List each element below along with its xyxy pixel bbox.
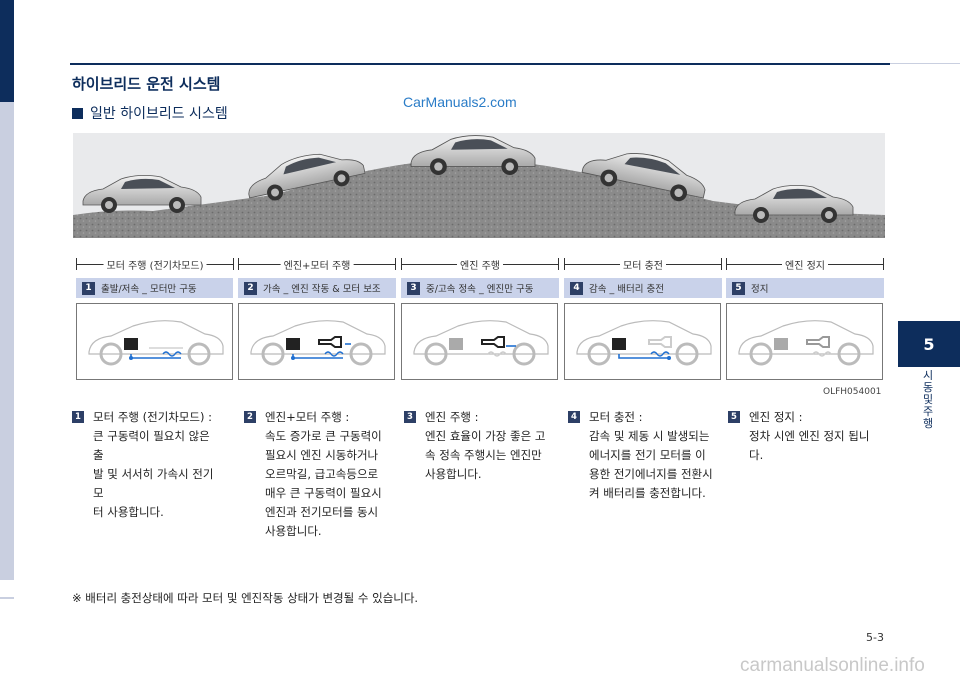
engine-icon: [648, 336, 672, 348]
phase-motor-charge: 모터 충전: [564, 256, 722, 274]
battery-icon: [612, 338, 626, 350]
mode-number-badge: 1: [82, 281, 95, 295]
header-rule: [70, 63, 890, 65]
phase-motor-drive: 모터 주행 (전기차모드): [76, 256, 234, 274]
section-title: 하이브리드 운전 시스템: [72, 75, 221, 93]
left-margin-bar-light: [0, 102, 14, 580]
figure-code: OLFH054001: [823, 387, 882, 397]
mode-bar-3: 3 중/고속 정속 _ 엔진만 구동: [401, 278, 559, 298]
mode-number-badge: 4: [570, 281, 583, 295]
mode-label-row: 1 출발/저속 _ 모터만 구동 2 가속 _ 엔진 작동 & 모터 보조 3 …: [76, 278, 884, 298]
subsection-title-text: 일반 하이브리드 시스템: [90, 106, 228, 122]
powertrain-diagram-row: [76, 303, 884, 380]
battery-icon: [124, 338, 138, 350]
subsection-title: 일반 하이브리드 시스템: [72, 103, 228, 123]
battery-icon: [449, 338, 463, 350]
battery-icon: [286, 338, 300, 350]
watermark-top: CarManuals2.com: [403, 94, 517, 110]
phase-engine-drive: 엔진 주행: [401, 256, 559, 274]
mode-number-badge: 3: [407, 281, 420, 295]
engine-icon: [481, 336, 505, 348]
description-number-badge: 2: [244, 411, 256, 423]
motor-icon: [324, 351, 344, 357]
chapter-label: 시동 및 주행: [922, 369, 934, 430]
powertrain-diagram-1: [76, 303, 233, 380]
mode-bar-2: 2 가속 _ 엔진 작동 & 모터 보조: [238, 278, 396, 298]
phase-label-row: 모터 주행 (전기차모드) 엔진+모터 주행 엔진 주행 모터 충전 엔진 정지: [76, 256, 884, 274]
motor-icon: [487, 351, 507, 357]
mode-bar-4: 4 감속 _ 배터리 충전: [564, 278, 722, 298]
description-number-badge: 5: [728, 411, 740, 423]
motor-icon: [812, 351, 832, 357]
battery-icon: [774, 338, 788, 350]
motor-icon: [650, 351, 670, 357]
powertrain-diagram-3: [401, 303, 558, 380]
motor-icon: [162, 351, 182, 357]
chapter-tab: 5: [898, 321, 960, 367]
page-number: 5-3: [866, 631, 884, 644]
driving-scene-illustration: [73, 133, 885, 238]
left-margin-tick: [0, 597, 14, 599]
engine-icon: [806, 336, 830, 348]
mode-number-badge: 2: [244, 281, 257, 295]
powertrain-diagram-5: [726, 303, 883, 380]
powertrain-diagram-2: [238, 303, 395, 380]
phase-engine-stop: 엔진 정지: [726, 256, 884, 274]
mode-bar-1: 1 출발/저속 _ 모터만 구동: [76, 278, 233, 298]
description-number-badge: 1: [72, 411, 84, 423]
description-number-badge: 4: [568, 411, 580, 423]
engine-icon: [318, 336, 342, 348]
mode-bar-5: 5 정지: [726, 278, 884, 298]
description-number-badge: 3: [404, 411, 416, 423]
square-bullet-icon: [72, 107, 83, 119]
watermark-bottom: carmanualsonline.info: [740, 655, 925, 676]
powertrain-diagram-4: [564, 303, 721, 380]
header-rule-extension: [890, 63, 960, 64]
left-margin-bar: [0, 0, 14, 102]
mode-number-badge: 5: [732, 281, 745, 295]
footnote: ※ 배터리 충전상태에 따라 모터 및 엔진작동 상태가 변경될 수 있습니다.: [72, 591, 419, 605]
phase-engine-motor: 엔진+모터 주행: [238, 256, 396, 274]
